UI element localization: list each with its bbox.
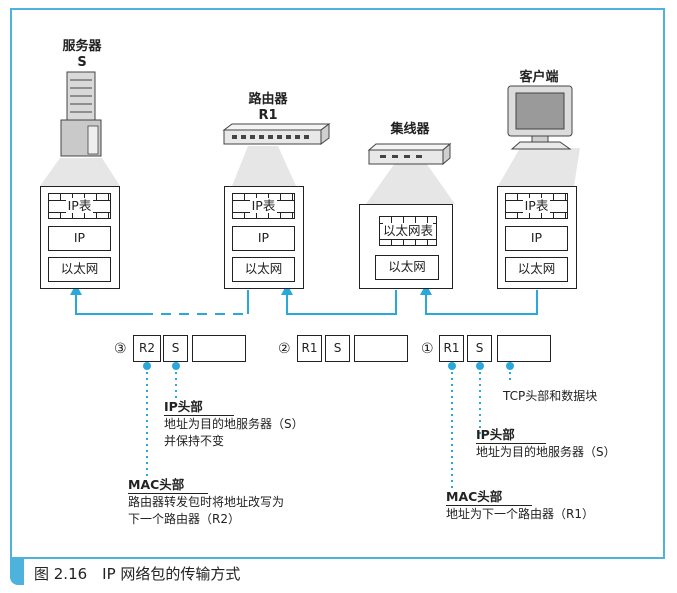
server-stack: IP表 IP 以太网 [40,186,120,289]
packet-1-mac: R1 [439,335,464,362]
router-ip-layer: IP [232,226,295,251]
server-eth-layer: 以太网 [48,257,111,282]
router-stack: IP表 IP 以太网 [224,186,304,289]
client-cone [498,148,580,186]
client-icon [507,85,573,150]
packet-1-number: ① [421,341,434,357]
packet-2-ip: S [325,335,350,362]
arrow-head-router [281,284,293,295]
server-name: 服务器 [62,39,102,54]
link-line-4 [425,290,538,315]
client-ip-layer: IP [505,226,568,251]
client-label: 客户端 [513,70,565,86]
packet-3-mac: R2 [133,335,161,362]
router-name: 路由器 [248,92,288,107]
packet-2-mac: R1 [297,335,322,362]
mac-header-left-line2: 下一个路由器（R2） [128,512,240,526]
hub-stack: 以太网表 以太网 [359,204,453,289]
ip-header-left-title: IP头部 [164,399,203,414]
link-line-3 [286,290,397,315]
packet-3-data [192,335,246,362]
ip-header-right-underline [476,443,546,444]
link-line-1 [75,290,143,315]
client-name: 客户端 [519,70,559,85]
router-cone [232,146,296,186]
arrow-head-server [70,284,82,295]
client-eth-layer: 以太网 [505,257,568,282]
hub-eth-table: 以太网表 [379,216,437,246]
packet-2-data [354,335,408,362]
hub-icon [367,142,452,166]
caption-divider [10,557,665,559]
connector-dots [143,362,514,370]
client-ip-table: IP表 [505,193,568,219]
hub-eth-table-label: 以太网表 [382,223,433,238]
ip-header-left-line1: 地址为目的地服务器（S） [164,417,304,431]
mac-header-right-line1: 地址为下一个路由器（R1） [446,507,594,521]
packet-1-data [497,335,551,362]
router-eth-layer: 以太网 [232,257,295,282]
server-ip-table-label: IP表 [65,198,94,213]
hub-label: 集线器 [384,122,436,138]
packet-2-number: ② [278,341,291,357]
router-id: R1 [258,108,278,123]
server-cone [40,158,120,186]
server-ip-layer: IP [48,226,111,251]
mac-header-left-underline [128,493,208,494]
hub-cone [366,163,455,204]
client-ip-table-label: IP表 [522,198,551,213]
server-ip-table: IP表 [48,193,111,219]
packet-3-ip: S [163,335,188,362]
arrow-head-hub [420,284,432,295]
caption-marker [10,557,24,585]
mac-header-right-title: MAC头部 [446,489,503,504]
server-id: S [77,55,87,70]
mac-header-left-line1: 路由器转发包时将地址改写为 [128,495,285,509]
tcp-annotation: TCP头部和数据块 [503,389,598,403]
dotted-connectors [146,366,511,492]
hub-name: 集线器 [390,122,430,137]
ip-header-right-line1: 地址为目的地服务器（S） [476,445,616,459]
router-label: 路由器 R1 [242,92,294,124]
mac-header-right-underline [446,505,532,506]
router-icon [222,123,331,145]
server-icon [60,71,102,157]
hub-eth-layer: 以太网 [375,255,439,280]
client-stack: IP表 IP 以太网 [497,186,577,289]
figure-caption: 图 2.16 IP 网络包的传输方式 [34,565,241,583]
figure-frame [10,8,665,558]
ip-header-right-title: IP头部 [476,427,515,442]
mac-header-left-title: MAC头部 [128,477,185,492]
ip-header-left-line2: 并保持不变 [164,434,225,448]
router-ip-table-label: IP表 [249,198,278,213]
packet-1-ip: S [467,335,492,362]
packet-3-number: ③ [114,341,127,357]
server-label: 服务器 S [56,39,108,71]
ip-header-left-underline [164,415,234,416]
router-ip-table: IP表 [232,193,295,219]
